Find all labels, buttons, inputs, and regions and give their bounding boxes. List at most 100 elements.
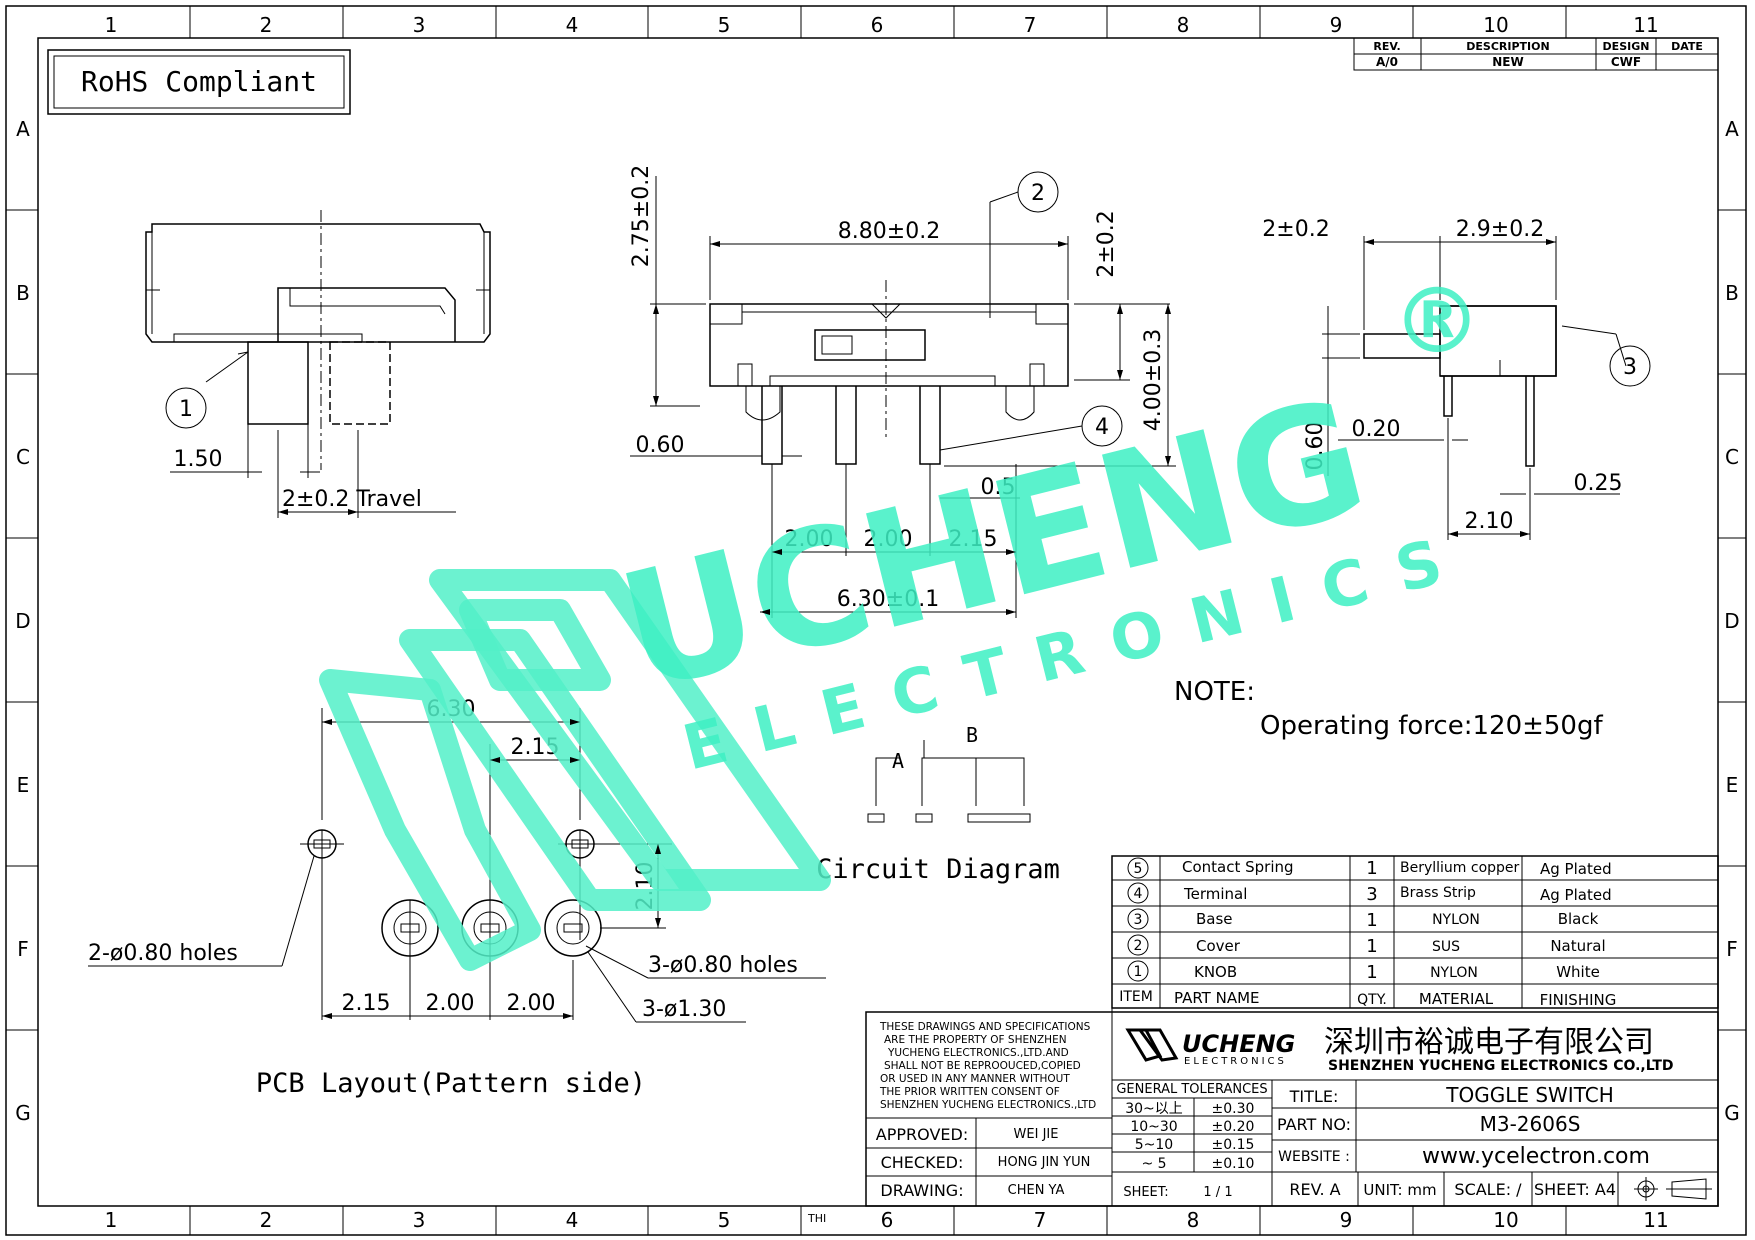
title-block: THESE DRAWINGS AND SPECIFICATIONS ARE TH…	[807, 1008, 1719, 1225]
part-number: M3-2606S	[1480, 1112, 1581, 1136]
svg-text:HONG JIN YUN: HONG JIN YUN	[998, 1155, 1091, 1170]
svg-text:DESCRIPTION: DESCRIPTION	[1466, 40, 1549, 53]
svg-text:Natural: Natural	[1550, 937, 1605, 955]
svg-text:4: 4	[1095, 415, 1109, 440]
svg-text:A/0: A/0	[1376, 55, 1398, 69]
svg-text:1: 1	[1366, 936, 1377, 957]
balloon-4	[1081, 405, 1123, 447]
svg-text:±0.30: ±0.30	[1212, 1101, 1255, 1117]
zone-columns: 1 2 3 4 5 6 7 8 9 10 11 1 2 3 4 5 6 7 8 …	[105, 6, 1669, 1235]
pcb-holes-2: 2-ø0.80 holes	[88, 941, 238, 966]
row-label: E	[1726, 773, 1739, 797]
dim-right-2-9: 2.9±0.2	[1456, 217, 1544, 242]
website: www.ycelectron.com	[1422, 1144, 1650, 1169]
svg-text:±0.20: ±0.20	[1212, 1119, 1255, 1135]
company-en: SHENZHEN YUCHENG ELECTRONICS CO.,LTD	[1328, 1058, 1674, 1074]
rohs-label: RoHS Compliant	[81, 65, 317, 98]
pcb-pads-3: 3-ø1.30	[642, 997, 726, 1022]
svg-text:10~30: 10~30	[1130, 1119, 1177, 1135]
watermark-reg: ®	[1392, 269, 1482, 374]
col-label: 7	[1034, 1208, 1047, 1232]
note-title: NOTE:	[1174, 677, 1255, 707]
svg-text:2: 2	[1134, 938, 1143, 954]
balloon-2	[1017, 171, 1059, 213]
svg-text:QTY.: QTY.	[1357, 992, 1387, 1008]
row-label: A	[1725, 117, 1739, 141]
drawing-title: TOGGLE SWITCH	[1445, 1083, 1614, 1107]
svg-text:Ag Plated: Ag Plated	[1540, 886, 1612, 904]
dim-pitch-1: 2.00	[785, 527, 834, 552]
col-label: 2	[260, 13, 273, 37]
svg-text:UNIT: mm: UNIT: mm	[1363, 1181, 1436, 1199]
svg-text:1: 1	[179, 397, 193, 422]
svg-text:TITLE:: TITLE:	[1289, 1087, 1339, 1106]
row-label: E	[17, 773, 30, 797]
row-label: C	[16, 445, 30, 469]
svg-text:4: 4	[1134, 886, 1143, 902]
dim-right-0-25: 0.25	[1574, 471, 1623, 496]
svg-text:THI: THI	[807, 1212, 826, 1225]
outer-border	[5, 5, 1747, 1236]
dim-pitch-3: 2.15	[949, 527, 998, 552]
circuit-b: B	[966, 723, 978, 747]
company-logo: UCHENG ELECTRONICS	[1125, 1028, 1295, 1067]
balloon-3	[1609, 345, 1651, 387]
company-cn: 深圳市裕诚电子有限公司	[1324, 1025, 1654, 1060]
dim-travel: 2±0.2 Travel	[282, 487, 422, 512]
dim-8-80: 8.80±0.2	[838, 219, 940, 244]
svg-text:CWF: CWF	[1611, 55, 1641, 69]
arrowheads	[278, 239, 1556, 1019]
svg-text:SHEET: A4: SHEET: A4	[1534, 1180, 1616, 1199]
svg-text:PART NO:: PART NO:	[1277, 1115, 1351, 1134]
circuit-diagram: A B Circuit Diagram	[816, 723, 1060, 885]
svg-text:5~10: 5~10	[1135, 1137, 1173, 1153]
row-label: B	[16, 281, 30, 305]
svg-text:30~以上: 30~以上	[1125, 1101, 1183, 1117]
svg-text:WEBSITE :: WEBSITE :	[1278, 1149, 1350, 1165]
svg-text:SHENZHEN YUCHENG ELECTRONICS.,: SHENZHEN YUCHENG ELECTRONICS.,LTD	[880, 1099, 1096, 1111]
col-label: 6	[871, 13, 884, 37]
svg-text:1: 1	[1366, 962, 1377, 983]
col-label: 4	[566, 1208, 579, 1232]
zone-rows: A B C D E F G A B C D E F G	[6, 117, 1746, 1125]
svg-text:Brass Strip: Brass Strip	[1400, 885, 1476, 901]
col-label: 4	[566, 13, 579, 37]
svg-text:1: 1	[1134, 964, 1143, 980]
bom-table: 5 Contact Spring 1 Beryllium copper Ag P…	[1111, 855, 1719, 1009]
note-text: Operating force:120±50gf	[1260, 711, 1603, 741]
col-label: 2	[260, 1208, 273, 1232]
note: NOTE: Operating force:120±50gf	[1174, 677, 1603, 741]
svg-text:3: 3	[1623, 355, 1637, 380]
svg-text:Ag Plated: Ag Plated	[1540, 860, 1612, 878]
svg-text:FINISHING: FINISHING	[1540, 991, 1617, 1009]
col-label: 1	[105, 13, 118, 37]
col-label: 9	[1330, 13, 1343, 37]
svg-text:UCHENG: UCHENG	[1182, 1030, 1295, 1058]
svg-text:REV. A: REV. A	[1289, 1180, 1340, 1199]
svg-text:1 / 1: 1 / 1	[1203, 1185, 1232, 1200]
front-view: 8.80±0.2 2.75±0.2 2±0.2 4.00±0.3 0.60 0.…	[629, 165, 1176, 618]
dim-right-0-20: 0.20	[1352, 417, 1401, 442]
col-label: 10	[1483, 13, 1508, 37]
col-label: 10	[1493, 1208, 1518, 1232]
svg-text:Cover: Cover	[1196, 937, 1241, 955]
svg-text:WEI JIE: WEI JIE	[1014, 1127, 1059, 1142]
svg-text:5: 5	[1134, 861, 1143, 877]
svg-text:CHECKED:: CHECKED:	[881, 1153, 964, 1172]
dim-right-2-10: 2.10	[1465, 509, 1514, 534]
rohs-box: RoHS Compliant	[47, 49, 351, 115]
svg-text:ARE THE PROPERTY OF SHENZHEN: ARE THE PROPERTY OF SHENZHEN	[884, 1034, 1067, 1046]
svg-text:Contact Spring: Contact Spring	[1182, 858, 1294, 876]
circuit-a: A	[892, 749, 904, 773]
col-label: 8	[1177, 13, 1190, 37]
svg-text:THE PRIOR WRITTEN CONSENT OF: THE PRIOR WRITTEN CONSENT OF	[879, 1086, 1060, 1098]
svg-text:NYLON: NYLON	[1432, 912, 1480, 928]
col-label: 5	[718, 1208, 731, 1232]
dim-0-60: 0.60	[636, 433, 685, 458]
row-label: G	[15, 1101, 31, 1125]
col-label: 9	[1340, 1208, 1353, 1232]
svg-text:MATERIAL: MATERIAL	[1419, 990, 1494, 1008]
svg-text:~ 5: ~ 5	[1141, 1156, 1166, 1172]
svg-text:3: 3	[1134, 912, 1143, 928]
